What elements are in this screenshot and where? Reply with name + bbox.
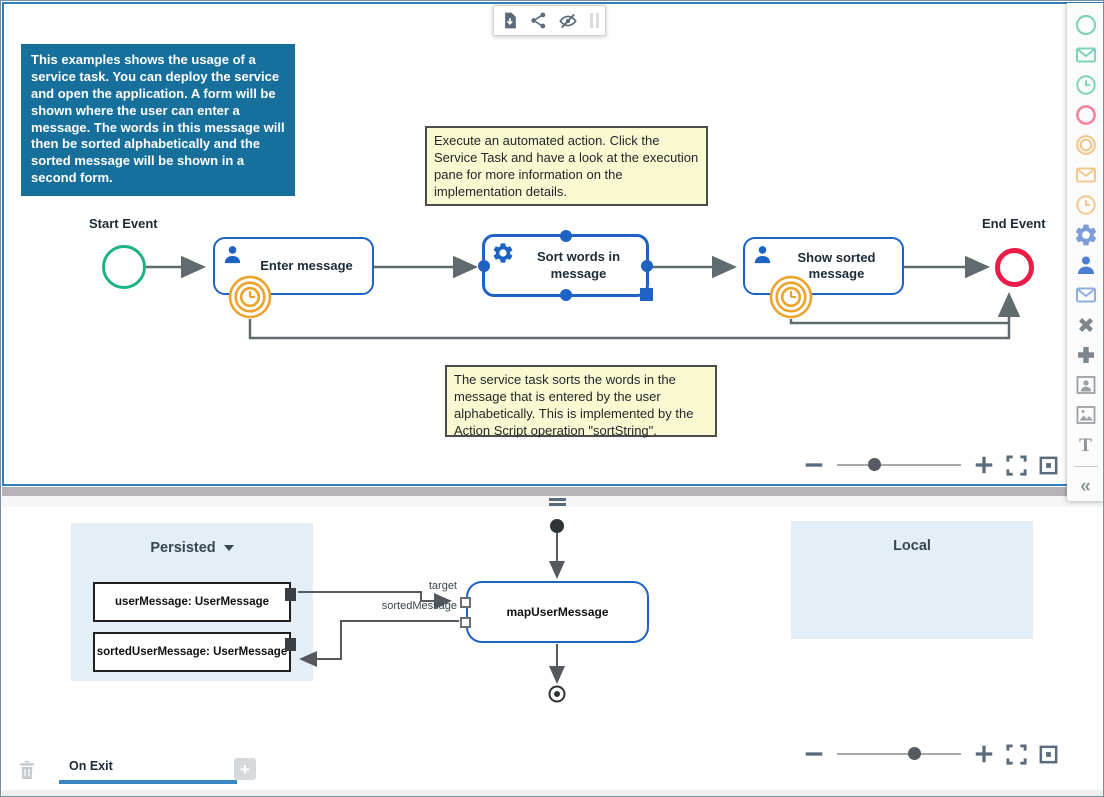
tab-on-exit[interactable]: On Exit xyxy=(59,759,237,784)
panel-splitter-track xyxy=(2,496,1103,507)
start-event-node[interactable] xyxy=(102,245,146,289)
canvas-toolbar xyxy=(493,5,606,36)
send-task-icon[interactable] xyxy=(1071,280,1101,310)
collapse-palette-icon[interactable]: « xyxy=(1080,475,1091,497)
share-icon[interactable] xyxy=(529,11,548,30)
gateway-plus-icon[interactable] xyxy=(1071,340,1101,370)
variable-label: userMessage: UserMessage xyxy=(114,596,270,608)
chevron-down-icon xyxy=(223,545,234,552)
variable-sorted-user-message[interactable]: sortedUserMessage: UserMessage xyxy=(93,632,296,672)
service-task-note[interactable]: Execute an automated action. Click the S… xyxy=(425,126,708,206)
selection-handle-top[interactable] xyxy=(559,230,572,242)
edge-label-target: target xyxy=(428,580,457,592)
intermediate-event-icon[interactable] xyxy=(1071,130,1101,160)
start-event-label: Start Event xyxy=(89,216,158,231)
center-view-icon[interactable] xyxy=(1037,454,1060,477)
task-label: Enter message xyxy=(260,257,353,273)
timer-intermediate-event-icon[interactable] xyxy=(1071,190,1101,220)
image-icon[interactable] xyxy=(1071,400,1101,430)
timer-start-event-icon[interactable] xyxy=(1071,70,1101,100)
variable-port[interactable] xyxy=(285,588,296,601)
zoom-in-icon[interactable] xyxy=(973,454,995,476)
gateway-x-icon[interactable] xyxy=(1071,310,1101,340)
user-task-icon xyxy=(224,246,241,264)
persisted-dropdown[interactable]: Persisted xyxy=(71,540,313,556)
sort-implementation-note[interactable]: The service task sorts the words in the … xyxy=(445,365,717,438)
task-sort-words[interactable]: Sort words in message xyxy=(478,230,653,301)
hide-icon[interactable] xyxy=(558,11,578,31)
mapping-zoom-controls xyxy=(803,739,1061,769)
fit-to-screen-icon[interactable] xyxy=(1005,454,1028,477)
element-palette: T « xyxy=(1067,3,1103,501)
zoom-out-icon[interactable] xyxy=(803,454,825,476)
task-label: Show sorted message xyxy=(797,249,876,281)
active-tab-indicator xyxy=(59,780,237,784)
end-event-node[interactable] xyxy=(995,248,1034,287)
variable-port[interactable] xyxy=(285,638,296,651)
zoom-slider[interactable] xyxy=(837,747,961,760)
task-label: Sort words in message xyxy=(536,249,621,281)
input-port-sorted[interactable] xyxy=(460,617,471,628)
selection-handle-bottom[interactable] xyxy=(559,289,572,301)
toolbar-drag-grip[interactable] xyxy=(590,13,599,28)
edge-label-sorted-message: sortedMessage xyxy=(381,600,457,612)
user-task-icon[interactable] xyxy=(1071,250,1101,280)
center-view-icon[interactable] xyxy=(1037,743,1060,766)
panel-splitter[interactable] xyxy=(2,487,1103,496)
text-icon[interactable]: T xyxy=(1079,434,1092,456)
palette-divider xyxy=(1073,466,1098,467)
service-task-icon[interactable] xyxy=(1071,220,1101,250)
footer-strip xyxy=(2,790,1103,796)
task-show-sorted[interactable]: Show sorted message xyxy=(743,237,904,295)
start-event-icon[interactable] xyxy=(1071,10,1101,40)
process-description-note[interactable]: This examples shows the usage of a servi… xyxy=(21,44,295,196)
map-user-message-node[interactable]: mapUserMessage xyxy=(460,581,649,643)
user-task-icon xyxy=(754,246,771,264)
boundary-timer-icon[interactable] xyxy=(227,274,273,320)
zoom-slider[interactable] xyxy=(837,458,961,471)
map-node-label: mapUserMessage xyxy=(506,605,609,619)
boundary-timer-icon[interactable] xyxy=(768,274,814,320)
service-task-icon xyxy=(493,243,513,263)
splitter-drag-handle[interactable] xyxy=(549,498,566,508)
initial-node xyxy=(550,519,564,533)
message-intermediate-event-icon[interactable] xyxy=(1071,160,1101,190)
local-group: Local xyxy=(791,521,1033,639)
plus-icon: + xyxy=(240,759,250,779)
message-start-event-icon[interactable] xyxy=(1071,40,1101,70)
zoom-out-icon[interactable] xyxy=(803,743,825,765)
local-title: Local xyxy=(893,538,931,554)
zoom-in-icon[interactable] xyxy=(973,743,995,765)
selection-handle-right[interactable] xyxy=(641,259,653,272)
input-port-target[interactable] xyxy=(460,597,471,608)
delete-tab-icon[interactable] xyxy=(15,758,39,782)
end-event-label: End Event xyxy=(982,216,1046,231)
end-event-icon[interactable] xyxy=(1071,100,1101,130)
final-node xyxy=(548,685,566,703)
zoom-slider-knob[interactable] xyxy=(868,458,882,471)
canvas-zoom-controls xyxy=(803,450,1061,480)
add-tab-button[interactable]: + xyxy=(234,758,256,780)
export-icon[interactable] xyxy=(500,11,519,30)
user-dialog-icon[interactable] xyxy=(1071,370,1101,400)
fit-to-screen-icon[interactable] xyxy=(1005,743,1028,766)
variable-user-message[interactable]: userMessage: UserMessage xyxy=(93,582,296,622)
resize-handle[interactable] xyxy=(640,288,653,301)
selection-handle-left[interactable] xyxy=(478,259,490,272)
tab-label: On Exit xyxy=(69,759,113,773)
variable-label: sortedUserMessage: UserMessage xyxy=(96,646,288,658)
zoom-slider-knob[interactable] xyxy=(907,747,921,760)
